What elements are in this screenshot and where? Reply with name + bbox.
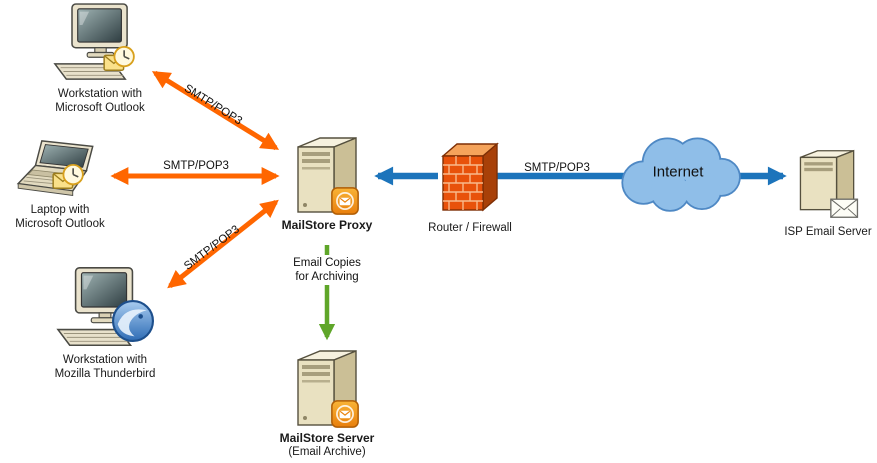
- mailstore-icon: [331, 400, 359, 428]
- firewall-icon: [441, 140, 499, 218]
- edge-workstation-outlook-to-proxy: [151, 70, 280, 151]
- node-label: Laptop with: [30, 204, 90, 216]
- node-mailstore-server: MailStore Server (Email Archive): [277, 346, 377, 459]
- edge-label-line: Email Copies: [293, 257, 361, 269]
- node-router-firewall: Router / Firewall: [420, 140, 520, 236]
- node-label: Workstation with: [57, 88, 143, 100]
- node-label: Router / Firewall: [428, 222, 512, 234]
- node-mailstore-proxy: MailStore Proxy: [277, 133, 377, 233]
- node-isp-email-server: ISP Email Server: [778, 146, 877, 240]
- edge-thunderbird-to-proxy: [167, 199, 279, 289]
- node-label: MailStore Proxy: [281, 218, 373, 232]
- node-label: Microsoft Outlook: [55, 101, 145, 114]
- node-sublabel: (Email Archive): [288, 445, 366, 458]
- node-label: Workstation with: [62, 354, 148, 366]
- node-label: MailStore Server: [279, 431, 375, 445]
- edge-label-smtp-pop3-middle: SMTP/POP3: [163, 160, 229, 172]
- outlook-icon: [103, 44, 135, 76]
- node-internet: Internet: [610, 126, 746, 218]
- edge-label-smtp-pop3-internet: SMTP/POP3: [524, 162, 590, 174]
- mailstore-icon: [331, 187, 359, 215]
- node-label: Microsoft Outlook: [15, 217, 105, 230]
- node-label: Internet: [652, 163, 704, 181]
- thunderbird-icon: [110, 298, 156, 344]
- outlook-icon: [52, 162, 84, 194]
- node-label: Mozilla Thunderbird: [54, 367, 156, 380]
- node-workstation-thunderbird: Workstation with Mozilla Thunderbird: [40, 266, 170, 381]
- node-laptop-outlook: Laptop with Microsoft Outlook: [0, 140, 120, 231]
- node-label: ISP Email Server: [784, 226, 872, 238]
- email-server-icon: [796, 146, 860, 222]
- edge-label-email-copies: Email Copies for Archiving: [290, 255, 364, 285]
- node-workstation-outlook: Workstation with Microsoft Outlook: [35, 2, 165, 115]
- edge-label-line: for Archiving: [295, 271, 359, 283]
